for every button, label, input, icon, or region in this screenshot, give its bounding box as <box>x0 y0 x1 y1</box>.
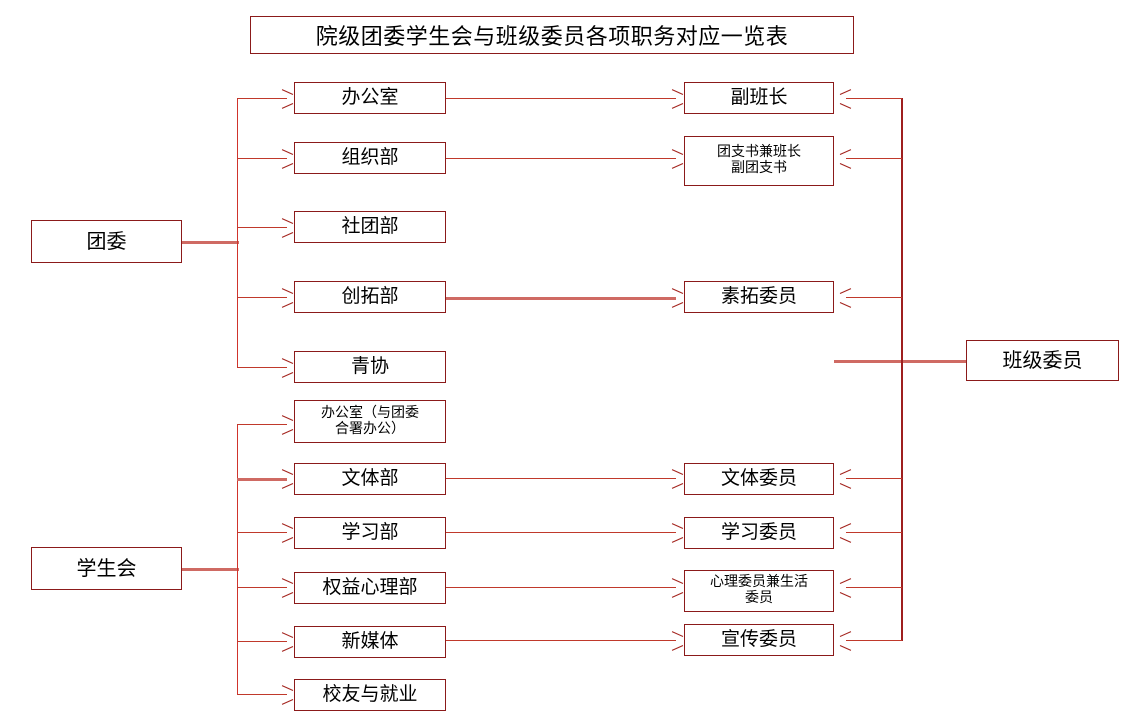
union-department-box-1[interactable]: 文体部 <box>294 463 446 495</box>
arrow-class-post-branch-2 <box>840 292 851 303</box>
connector-union-branch-0 <box>237 424 287 425</box>
connector-class-post-branch-4 <box>846 532 902 533</box>
connector-crosslink-innovation-to-quality-officer <box>446 297 676 300</box>
connector-union-branch-5 <box>237 694 287 695</box>
connector-league-branch-1 <box>237 158 287 159</box>
class-post-box-0[interactable]: 副班长 <box>684 82 834 114</box>
connector-crosslink-office-to-vice-monitor <box>446 98 676 99</box>
union-department-box-5[interactable]: 校友与就业 <box>294 679 446 711</box>
arrow-union-branch-4 <box>281 636 292 647</box>
class-post-box-1[interactable]: 团支书兼班长 副团支书 <box>684 136 834 186</box>
class-post-box-2[interactable]: 素拓委员 <box>684 281 834 313</box>
arrow-league-branch-0 <box>281 93 292 104</box>
arrow-crosslink-innovation-to-quality-officer <box>671 292 682 303</box>
connector-league-stem <box>182 241 239 244</box>
connector-class-post-branch-6 <box>846 640 902 641</box>
union-department-box-2[interactable]: 学习部 <box>294 517 446 549</box>
arrow-crosslink-media-to-publicity-officer <box>671 635 682 646</box>
connector-class-committee-stem <box>834 360 966 363</box>
connector-union-branch-2 <box>237 532 287 533</box>
connector-class-post-branch-1 <box>846 158 902 159</box>
league-department-box-0[interactable]: 办公室 <box>294 82 446 114</box>
arrow-class-post-branch-1 <box>840 153 851 164</box>
class-post-box-5[interactable]: 心理委员兼生活 委员 <box>684 570 834 612</box>
class-post-box-6[interactable]: 宣传委员 <box>684 624 834 656</box>
union-department-box-4[interactable]: 新媒体 <box>294 626 446 658</box>
connector-crosslink-culture-to-culture-officer <box>446 478 676 479</box>
connector-league-branch-0 <box>237 98 287 99</box>
arrow-league-branch-3 <box>281 292 292 303</box>
arrow-class-post-branch-5 <box>840 582 851 593</box>
league-department-box-2[interactable]: 社团部 <box>294 211 446 243</box>
arrow-union-branch-5 <box>281 689 292 700</box>
league-department-box-1[interactable]: 组织部 <box>294 142 446 174</box>
connector-league-trunk <box>237 98 238 368</box>
union-department-box-0[interactable]: 办公室（与团委 合署办公） <box>294 400 446 443</box>
connector-union-stem <box>182 568 239 571</box>
arrow-crosslink-office-to-vice-monitor <box>671 93 682 104</box>
arrow-union-branch-2 <box>281 527 292 538</box>
connector-union-branch-4 <box>237 641 287 642</box>
connector-crosslink-psychology-to-psychology-officer <box>446 587 676 588</box>
connector-league-branch-3 <box>237 297 287 298</box>
arrow-class-post-branch-6 <box>840 635 851 646</box>
connector-union-branch-3 <box>237 587 287 588</box>
diagram-title: 院级团委学生会与班级委员各项职务对应一览表 <box>250 16 854 54</box>
league-department-box-4[interactable]: 青协 <box>294 351 446 383</box>
arrow-crosslink-study-to-study-officer <box>671 527 682 538</box>
arrow-league-branch-4 <box>281 362 292 373</box>
union-department-box-3[interactable]: 权益心理部 <box>294 572 446 604</box>
connector-class-post-branch-0 <box>846 98 902 99</box>
connector-union-branch-1 <box>237 478 287 481</box>
connector-crosslink-study-to-study-officer <box>446 532 676 533</box>
league-department-box-3[interactable]: 创拓部 <box>294 281 446 313</box>
arrow-class-post-branch-4 <box>840 527 851 538</box>
arrow-crosslink-psychology-to-psychology-officer <box>671 582 682 593</box>
connector-crosslink-organization-to-branch-secretary <box>446 158 676 159</box>
class-post-box-3[interactable]: 文体委员 <box>684 463 834 495</box>
connector-class-post-branch-5 <box>846 587 902 588</box>
connector-class-post-branch-2 <box>846 297 902 298</box>
arrow-crosslink-culture-to-culture-officer <box>671 473 682 484</box>
connector-league-branch-4 <box>237 367 287 368</box>
arrow-union-branch-0 <box>281 419 292 430</box>
connector-crosslink-media-to-publicity-officer <box>446 640 676 641</box>
arrow-crosslink-organization-to-branch-secretary <box>671 153 682 164</box>
arrow-union-branch-3 <box>281 582 292 593</box>
class-post-box-4[interactable]: 学习委员 <box>684 517 834 549</box>
arrow-league-branch-2 <box>281 222 292 233</box>
root-node-class-committee[interactable]: 班级委员 <box>966 340 1119 381</box>
connector-class-committee-trunk <box>901 98 903 641</box>
root-node-youth-league[interactable]: 团委 <box>31 220 182 263</box>
root-node-student-union[interactable]: 学生会 <box>31 547 182 590</box>
arrow-class-post-branch-3 <box>840 473 851 484</box>
arrow-league-branch-1 <box>281 153 292 164</box>
arrow-union-branch-1 <box>281 473 292 484</box>
connector-union-trunk <box>237 424 238 695</box>
connector-class-post-branch-3 <box>846 478 902 479</box>
connector-league-branch-2 <box>237 227 287 228</box>
arrow-class-post-branch-0 <box>840 93 851 104</box>
